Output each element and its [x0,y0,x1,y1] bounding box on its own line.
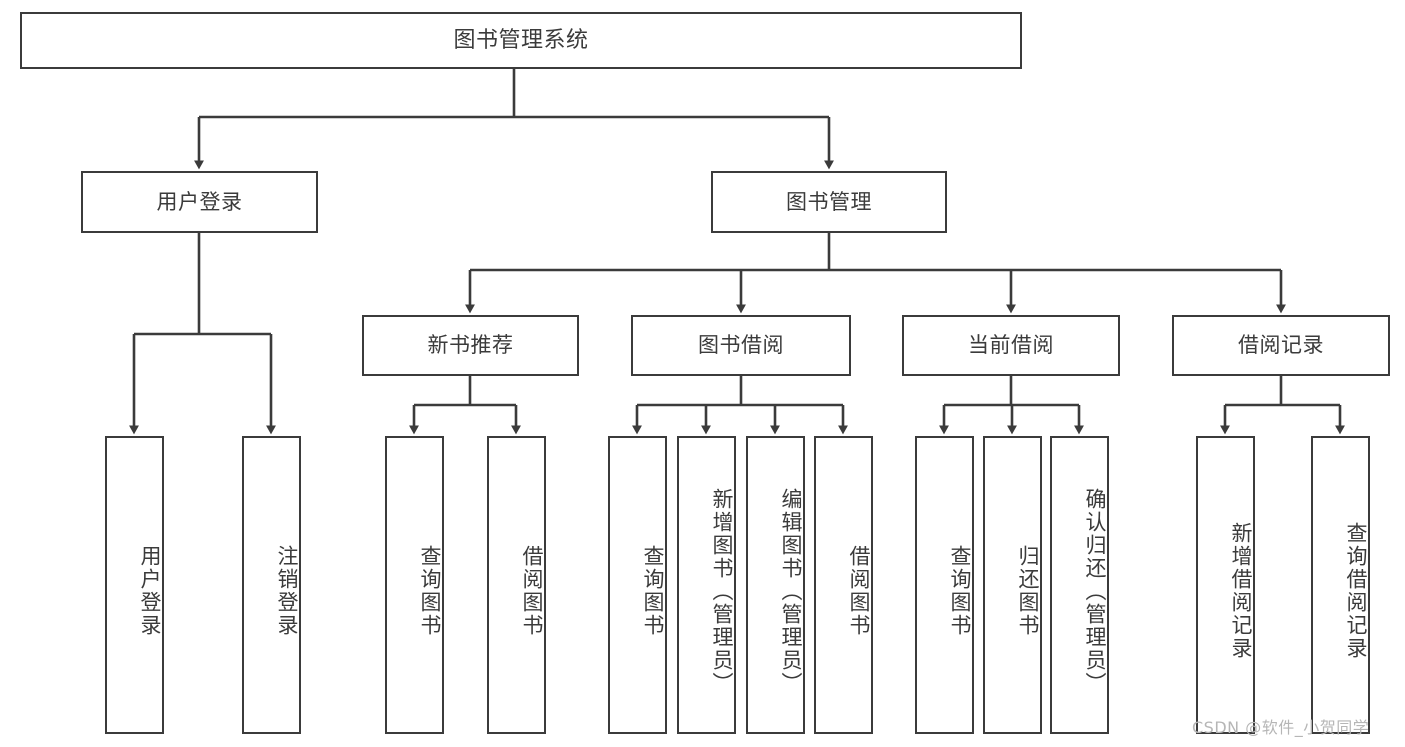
node-label: 当前借阅 [968,333,1054,358]
node-label: 图书管理系统 [453,27,589,53]
node-label: 新书推荐 [427,333,514,358]
node-leaf-return-book[interactable]: 归还图书 [983,436,1042,734]
node-label: 用户登录 [138,545,162,637]
node-label: 编辑图书（管理员） [779,487,803,695]
node-leaf-user-login[interactable]: 用户登录 [105,436,164,734]
node-leaf-query-record[interactable]: 查询借阅记录 [1311,436,1370,734]
csdn-watermark: CSDN @软件_小贺同学 [1192,718,1370,737]
node-label: 新增图书（管理员） [710,487,734,695]
node-label: 借阅记录 [1238,333,1324,358]
node-leaf-borrow-book-1[interactable]: 借阅图书 [487,436,546,734]
node-leaf-edit-book[interactable]: 编辑图书（管理员） [746,436,805,734]
node-leaf-query-book-2[interactable]: 查询图书 [608,436,667,734]
node-user-login[interactable]: 用户登录 [81,171,318,233]
node-book-manage[interactable]: 图书管理 [711,171,947,233]
node-label: 用户登录 [156,189,243,214]
node-leaf-add-book[interactable]: 新增图书（管理员） [677,436,736,734]
node-label: 查询图书 [418,545,442,637]
node-leaf-borrow-book-2[interactable]: 借阅图书 [814,436,873,734]
node-root-system[interactable]: 图书管理系统 [20,12,1022,69]
node-new-book-recommend[interactable]: 新书推荐 [362,315,579,376]
node-leaf-user-logout[interactable]: 注销登录 [242,436,301,734]
node-label: 注销登录 [275,545,299,637]
node-label: 图书管理 [786,189,872,214]
node-label: 归还图书 [1016,545,1040,637]
node-label: 图书借阅 [698,333,784,358]
node-current-borrow[interactable]: 当前借阅 [902,315,1120,376]
node-label: 借阅图书 [520,545,544,637]
node-leaf-query-book-1[interactable]: 查询图书 [385,436,444,734]
node-book-borrow[interactable]: 图书借阅 [631,315,851,376]
node-label: 借阅图书 [847,545,871,637]
node-label: 查询图书 [641,545,665,637]
node-leaf-add-record[interactable]: 新增借阅记录 [1196,436,1255,734]
node-label: 查询图书 [948,545,972,637]
node-borrow-record[interactable]: 借阅记录 [1172,315,1390,376]
node-leaf-confirm-return[interactable]: 确认归还（管理员） [1050,436,1109,734]
node-label: 新增借阅记录 [1229,522,1253,660]
node-leaf-query-book-3[interactable]: 查询图书 [915,436,974,734]
node-label: 查询借阅记录 [1344,522,1368,660]
node-label: 确认归还（管理员） [1083,487,1107,695]
